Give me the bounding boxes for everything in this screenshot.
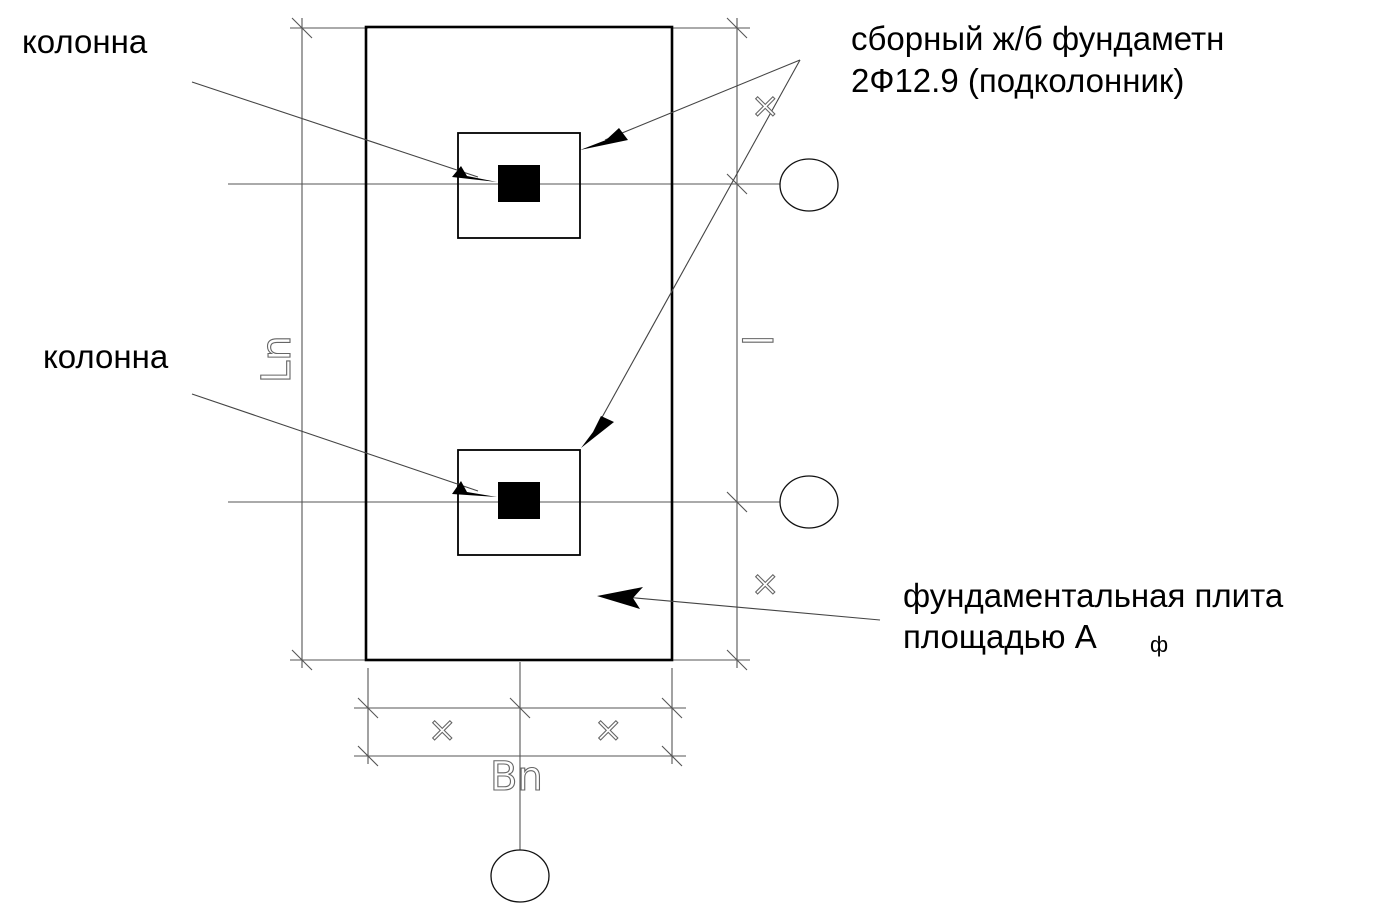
- label-precast-line1: сборный ж/б фундаметн: [851, 20, 1224, 57]
- pedestal-top: [457, 132, 581, 239]
- column-bottom: [498, 482, 540, 519]
- label-precast-line2: 2Ф12.9 (подколонник): [851, 62, 1184, 99]
- dimension-width-bottom: [354, 668, 686, 767]
- arrow-precast-bottom: [581, 416, 614, 448]
- foundation-slab: [364, 25, 674, 662]
- arrowheads: [452, 128, 643, 609]
- dimension-half-mark-top: ×: [751, 86, 780, 126]
- arrow-column-bottom: [452, 481, 497, 497]
- dimension-width-label: Bn: [490, 754, 543, 800]
- leader-column-bottom: [191, 393, 479, 492]
- arrow-precast-top: [580, 128, 628, 150]
- dimension-length-label: Ln: [254, 335, 300, 383]
- column-top: [498, 165, 540, 202]
- axis-marker-top: [779, 158, 839, 212]
- dimension-length-left: [290, 17, 368, 671]
- label-slab-line2: площадью А: [903, 618, 1097, 655]
- pedestal-bottom: [457, 449, 581, 556]
- label-column-bottom: колонна: [43, 338, 169, 375]
- label-column-top: колонна: [22, 23, 148, 60]
- arrow-column-top: [452, 166, 497, 182]
- leader-precast-bottom: [594, 59, 801, 431]
- dimension-half-mark-bottom: ×: [751, 564, 780, 604]
- axis-marker-bottom: [490, 849, 550, 903]
- label-slab-line1: фундаментальная плита: [903, 577, 1284, 614]
- leader-slab: [624, 596, 881, 621]
- dimension-length-right: [672, 17, 750, 671]
- arrow-slab: [597, 587, 643, 609]
- axis-marker-middle: [779, 475, 839, 529]
- leader-precast-top: [604, 59, 801, 141]
- axis-markers: [490, 158, 839, 903]
- leader-lines: [191, 59, 881, 621]
- dimension-half-mark-right: ×: [594, 710, 623, 750]
- leader-column-top: [191, 81, 479, 178]
- label-slab-line2-subscript: ф: [1150, 632, 1168, 657]
- dimension-length-right-label: l: [737, 335, 783, 346]
- dimension-half-mark-left: ×: [428, 710, 457, 750]
